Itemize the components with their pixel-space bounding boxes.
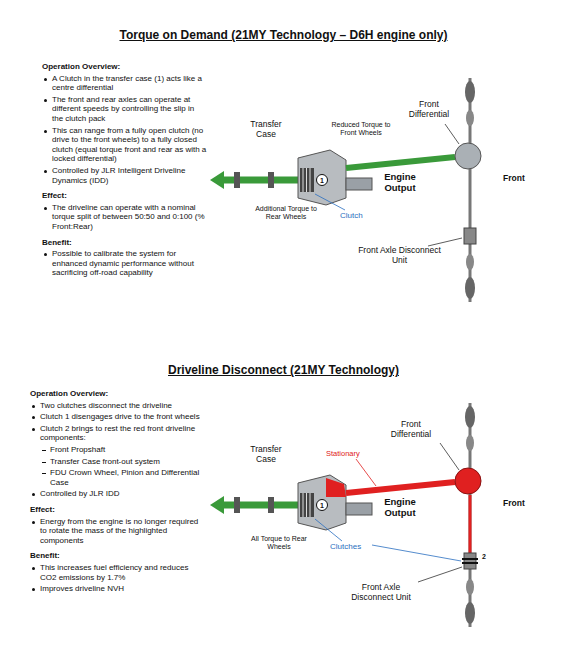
- bullet-text: Clutch 1 disengages drive to the front w…: [30, 412, 207, 422]
- bullet-text: Controlled by JLR IDD: [30, 489, 207, 499]
- section-title: Driveline Disconnect (21MY Technology): [0, 363, 567, 377]
- part-label: Clutches: [330, 542, 361, 551]
- bullet-text: Two clutches disconnect the driveline: [30, 401, 207, 411]
- part-label: Transfer Case: [240, 445, 292, 465]
- part-label: Transfer Case: [240, 120, 292, 140]
- callout-number: 1: [320, 177, 324, 184]
- sub-bullet-text: FDU Crown Wheel, Pinion and Differential…: [30, 468, 207, 487]
- part-label: Front Axle Disconnect Unit: [352, 246, 447, 266]
- text-column: Operation Overview: A Clutch in the trans…: [42, 62, 207, 278]
- bullet-text: This can range from a fully open clutch …: [42, 126, 207, 164]
- callout-number: 1: [320, 502, 324, 509]
- section-heading: Effect:: [42, 191, 207, 201]
- part-label: Engine Output: [376, 172, 424, 194]
- bullet-text: The driveline can operate with a nominal…: [42, 203, 207, 232]
- part-label: Reduced Torque to Front Wheels: [330, 121, 392, 137]
- callout-circle: 1: [316, 174, 328, 186]
- bullet-text: The front and rear axles can operate at …: [42, 95, 207, 124]
- part-label: Clutch: [340, 211, 363, 220]
- panel-two-drawing: [210, 403, 481, 627]
- bullet-text: Energy from the engine is no longer requ…: [30, 517, 207, 546]
- sub-bullet-text: Transfer Case front-out system: [30, 457, 207, 467]
- section-heading: Operation Overview:: [30, 389, 207, 399]
- text-column: Operation Overview: Two clutches disconne…: [30, 389, 207, 594]
- bullet-text: Possible to calibrate the system for enh…: [42, 249, 207, 278]
- part-label: Front Axle Disconnect Unit: [340, 583, 422, 603]
- part-label: Front Differential: [380, 420, 442, 440]
- section-heading: Benefit:: [30, 551, 207, 561]
- part-label: Additional Torque to Rear Wheels: [250, 205, 322, 221]
- sub-bullet-text: Front Propshaft: [30, 445, 207, 455]
- callout-circle: 1: [316, 499, 328, 511]
- bullet-text: Improves driveline NVH: [30, 584, 207, 594]
- section-heading: Effect:: [30, 505, 207, 515]
- section-heading: Benefit:: [42, 238, 207, 248]
- part-label: Engine Output: [376, 497, 424, 519]
- part-label: All Torque to Rear Wheels: [248, 535, 310, 551]
- bullet-text: This increases fuel efficiency and reduc…: [30, 563, 207, 582]
- callout-number: 2: [482, 553, 486, 561]
- section-heading: Operation Overview:: [42, 62, 207, 72]
- bullet-text: A Clutch in the transfer case (1) acts l…: [42, 74, 207, 93]
- bullet-text: Clutch 2 brings to rest the red front dr…: [30, 424, 207, 443]
- page-title: Torque on Demand (21MY Technology – D6H …: [0, 28, 567, 42]
- panel-one-drawing: [210, 78, 481, 302]
- direction-label: Front: [503, 174, 525, 184]
- direction-label: Front: [503, 499, 525, 509]
- state-label: Stationary: [326, 450, 360, 459]
- part-label: Front Differential: [398, 100, 460, 120]
- bullet-text: Controlled by JLR Intelligent Driveline …: [42, 166, 207, 185]
